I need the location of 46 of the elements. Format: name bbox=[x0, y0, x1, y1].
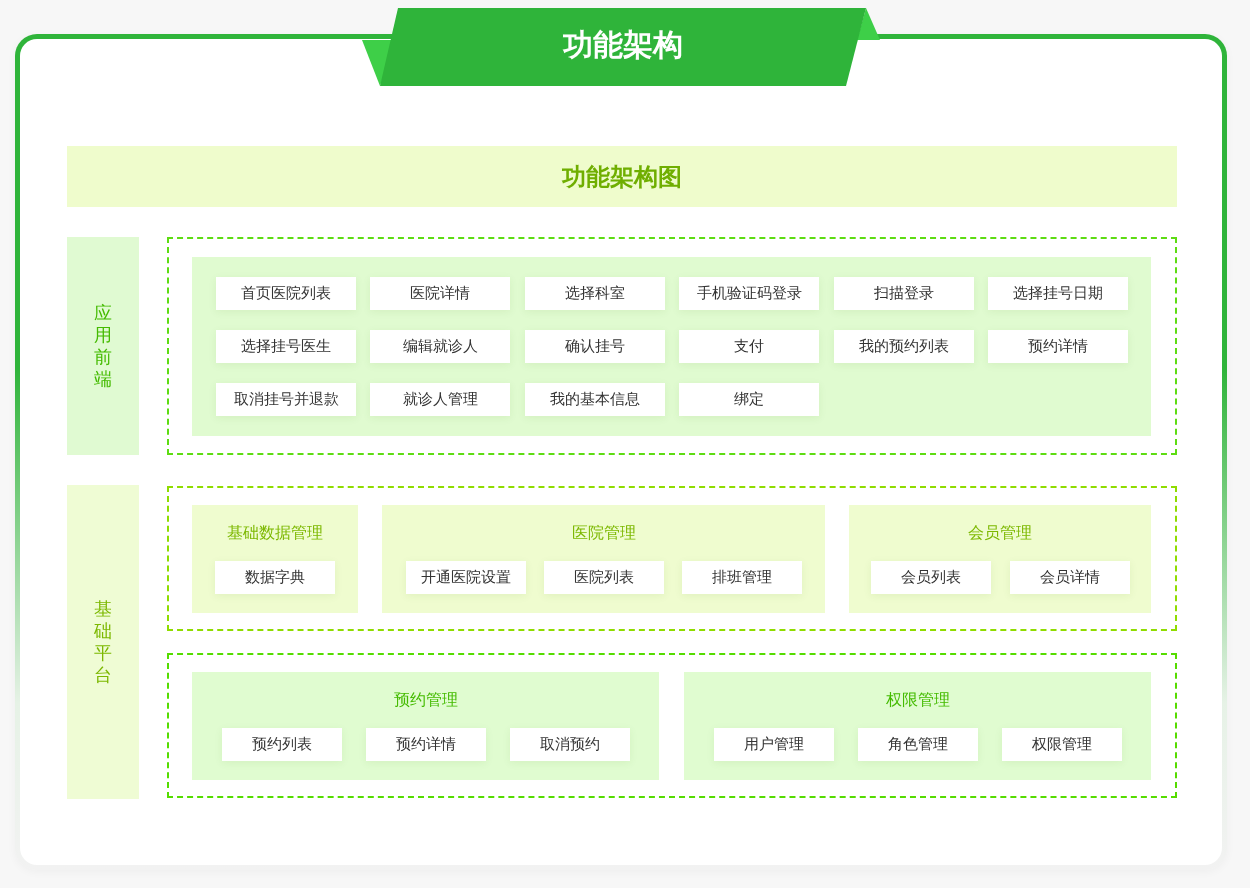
feature-tile: 绑定 bbox=[679, 383, 819, 416]
module-heading: 会员管理 bbox=[967, 522, 1033, 544]
feature-tile: 手机验证码登录 bbox=[679, 277, 819, 310]
feature-tile: 我的基本信息 bbox=[525, 383, 665, 416]
feature-tile: 排班管理 bbox=[682, 561, 802, 594]
feature-tile: 医院详情 bbox=[370, 277, 510, 310]
layer-band: 应用前端 bbox=[67, 237, 139, 455]
feature-tile: 选择挂号日期 bbox=[988, 277, 1128, 310]
feature-tile: 医院列表 bbox=[544, 561, 664, 594]
module-heading: 预约管理 bbox=[392, 689, 459, 711]
module-panel bbox=[849, 505, 1151, 613]
feature-tile: 支付 bbox=[679, 330, 819, 363]
feature-tile: 就诊人管理 bbox=[370, 383, 510, 416]
feature-tile: 编辑就诊人 bbox=[370, 330, 510, 363]
feature-tile: 首页医院列表 bbox=[216, 277, 356, 310]
feature-tile: 预约列表 bbox=[222, 728, 342, 761]
feature-tile: 取消挂号并退款 bbox=[216, 383, 356, 416]
dashed-frame bbox=[167, 486, 1177, 631]
feature-tile: 会员详情 bbox=[1010, 561, 1130, 594]
feature-tile: 扫描登录 bbox=[834, 277, 974, 310]
feature-tile: 确认挂号 bbox=[525, 330, 665, 363]
dashed-frame bbox=[167, 653, 1177, 798]
feature-tile: 取消预约 bbox=[510, 728, 630, 761]
module-heading: 医院管理 bbox=[570, 522, 637, 544]
feature-tile: 用户管理 bbox=[714, 728, 834, 761]
feature-tile: 数据字典 bbox=[215, 561, 335, 594]
module-heading: 基础数据管理 bbox=[226, 522, 324, 544]
module-panel bbox=[684, 672, 1151, 780]
feature-tile: 角色管理 bbox=[858, 728, 978, 761]
feature-tile: 选择科室 bbox=[525, 277, 665, 310]
feature-tile: 选择挂号医生 bbox=[216, 330, 356, 363]
module-panel bbox=[192, 505, 358, 613]
feature-tile: 会员列表 bbox=[871, 561, 991, 594]
feature-tile: 开通医院设置 bbox=[406, 561, 526, 594]
header-banner: 功能架构图 bbox=[67, 146, 1177, 207]
title: 功能架构 bbox=[562, 26, 684, 64]
feature-tile: 我的预约列表 bbox=[834, 330, 974, 363]
module-heading: 权限管理 bbox=[884, 689, 951, 711]
module-panel bbox=[382, 505, 825, 613]
dashed-frame bbox=[167, 237, 1177, 455]
feature-tile: 权限管理 bbox=[1002, 728, 1122, 761]
layer-band: 基础平台 bbox=[67, 485, 139, 799]
feature-tile: 预约详情 bbox=[988, 330, 1128, 363]
feature-panel bbox=[192, 257, 1151, 436]
module-panel bbox=[192, 672, 659, 780]
feature-tile: 预约详情 bbox=[366, 728, 486, 761]
